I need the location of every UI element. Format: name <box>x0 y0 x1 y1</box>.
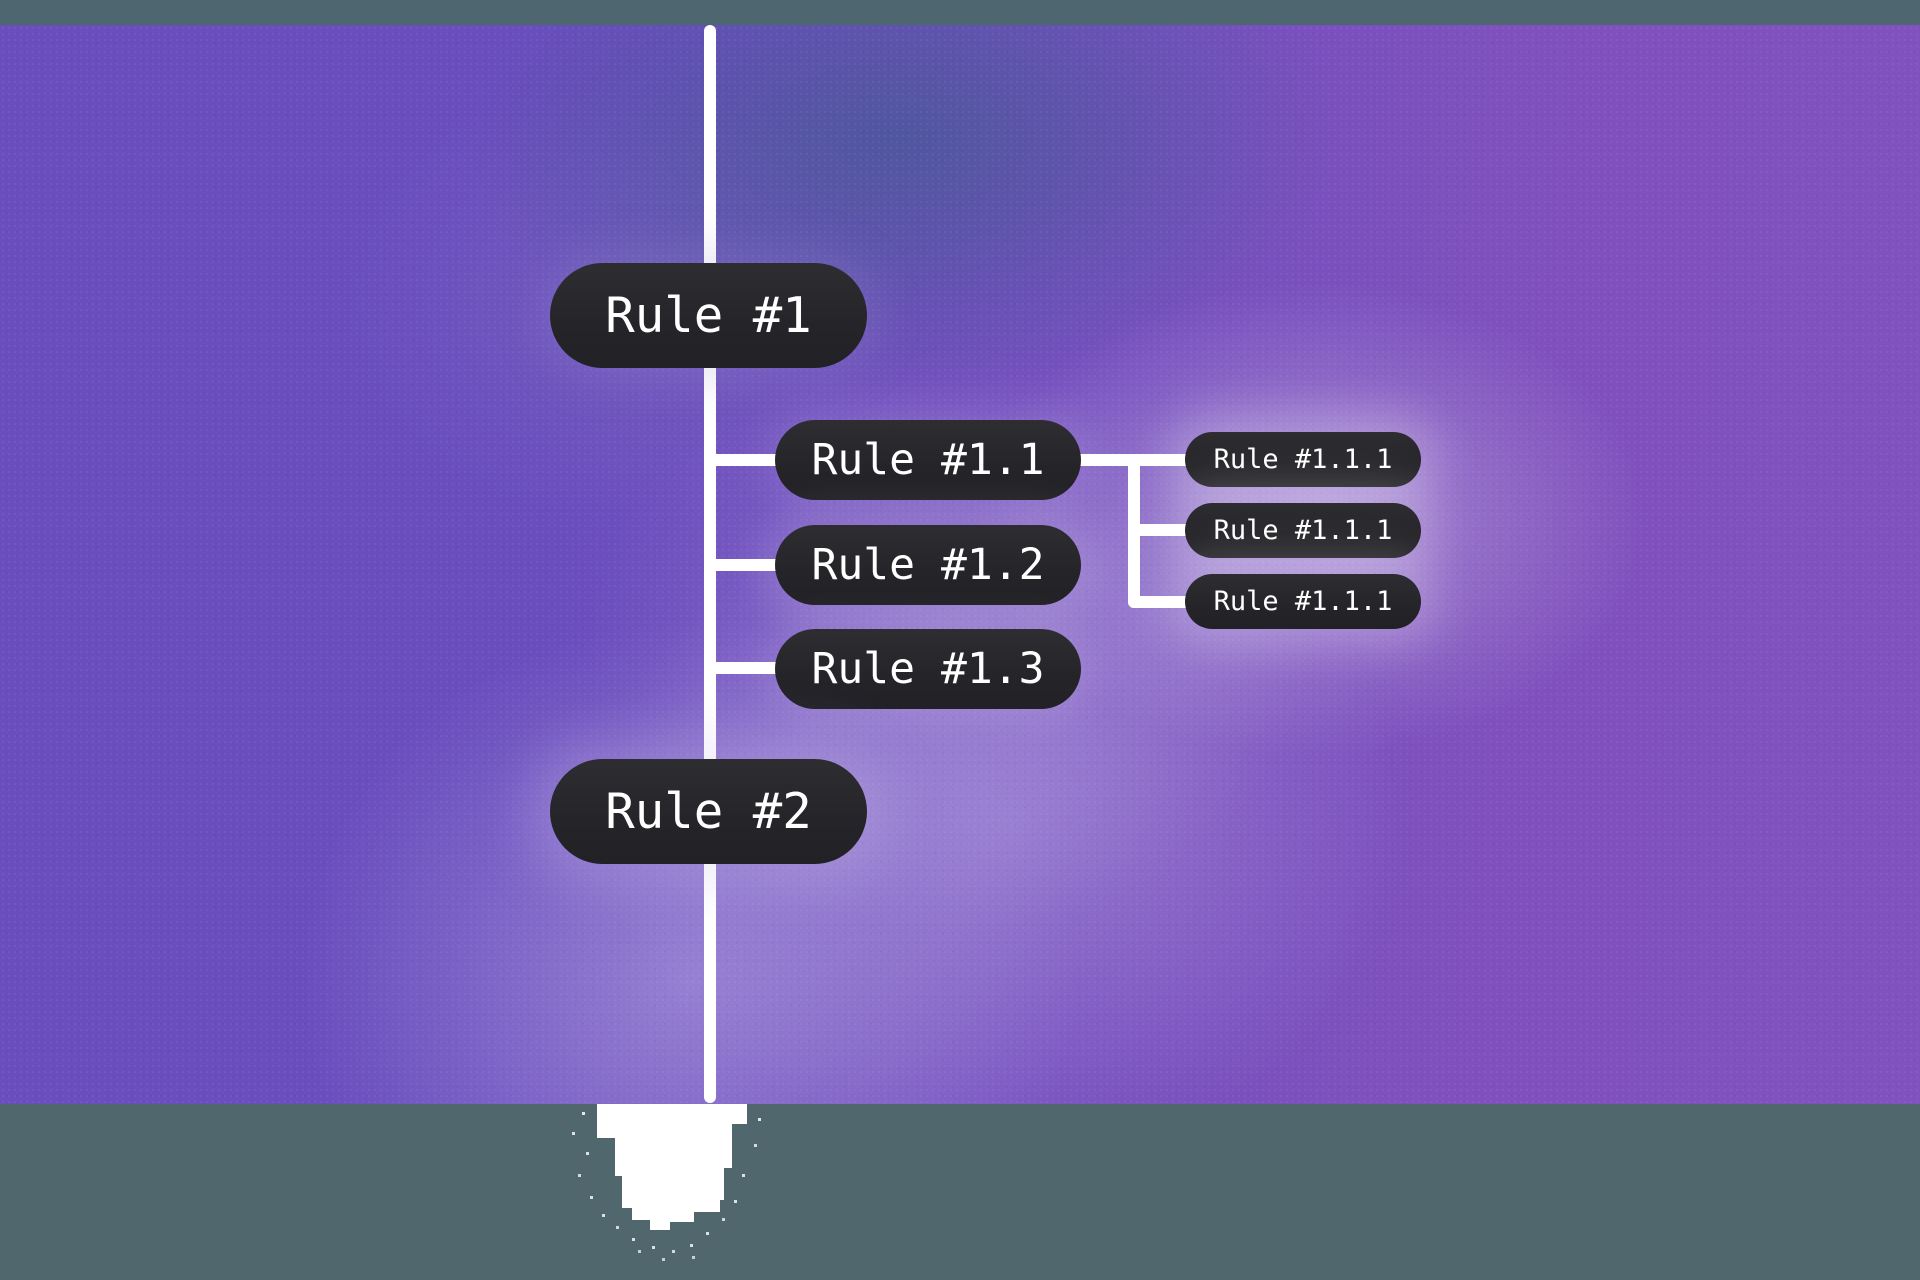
node-rule-1-2: Rule #1.2 <box>775 525 1081 605</box>
node-label: Rule #1.1.1 <box>1213 515 1393 546</box>
node-rule-1-1-1-a: Rule #1.1.1 <box>1185 432 1421 487</box>
blob-speckles <box>572 1104 575 1107</box>
node-label: Rule #1.2 <box>811 540 1045 590</box>
bottom-bar <box>0 1104 1920 1280</box>
connector-rule-1-1 <box>706 454 788 466</box>
connector-rule-1-3 <box>706 662 788 674</box>
node-label: Rule #1 <box>605 287 812 344</box>
connector-rule-1-1-1c <box>1128 596 1200 608</box>
node-rule-2: Rule #2 <box>550 759 867 864</box>
node-label: Rule #1.1 <box>811 435 1045 485</box>
node-rule-1-1-1-c: Rule #1.1.1 <box>1185 574 1421 629</box>
connector-rule-1-1-1b <box>1128 524 1200 536</box>
node-rule-1-1: Rule #1.1 <box>775 420 1081 500</box>
connector-rule-1-2 <box>706 559 788 571</box>
node-label: Rule #1.1.1 <box>1213 586 1393 617</box>
node-rule-1-1-1-b: Rule #1.1.1 <box>1185 503 1421 558</box>
node-label: Rule #1.3 <box>811 644 1045 694</box>
node-label: Rule #2 <box>605 783 812 840</box>
top-bar <box>0 0 1920 25</box>
node-rule-1-3: Rule #1.3 <box>775 629 1081 709</box>
node-rule-1: Rule #1 <box>550 263 867 368</box>
node-label: Rule #1.1.1 <box>1213 444 1393 475</box>
